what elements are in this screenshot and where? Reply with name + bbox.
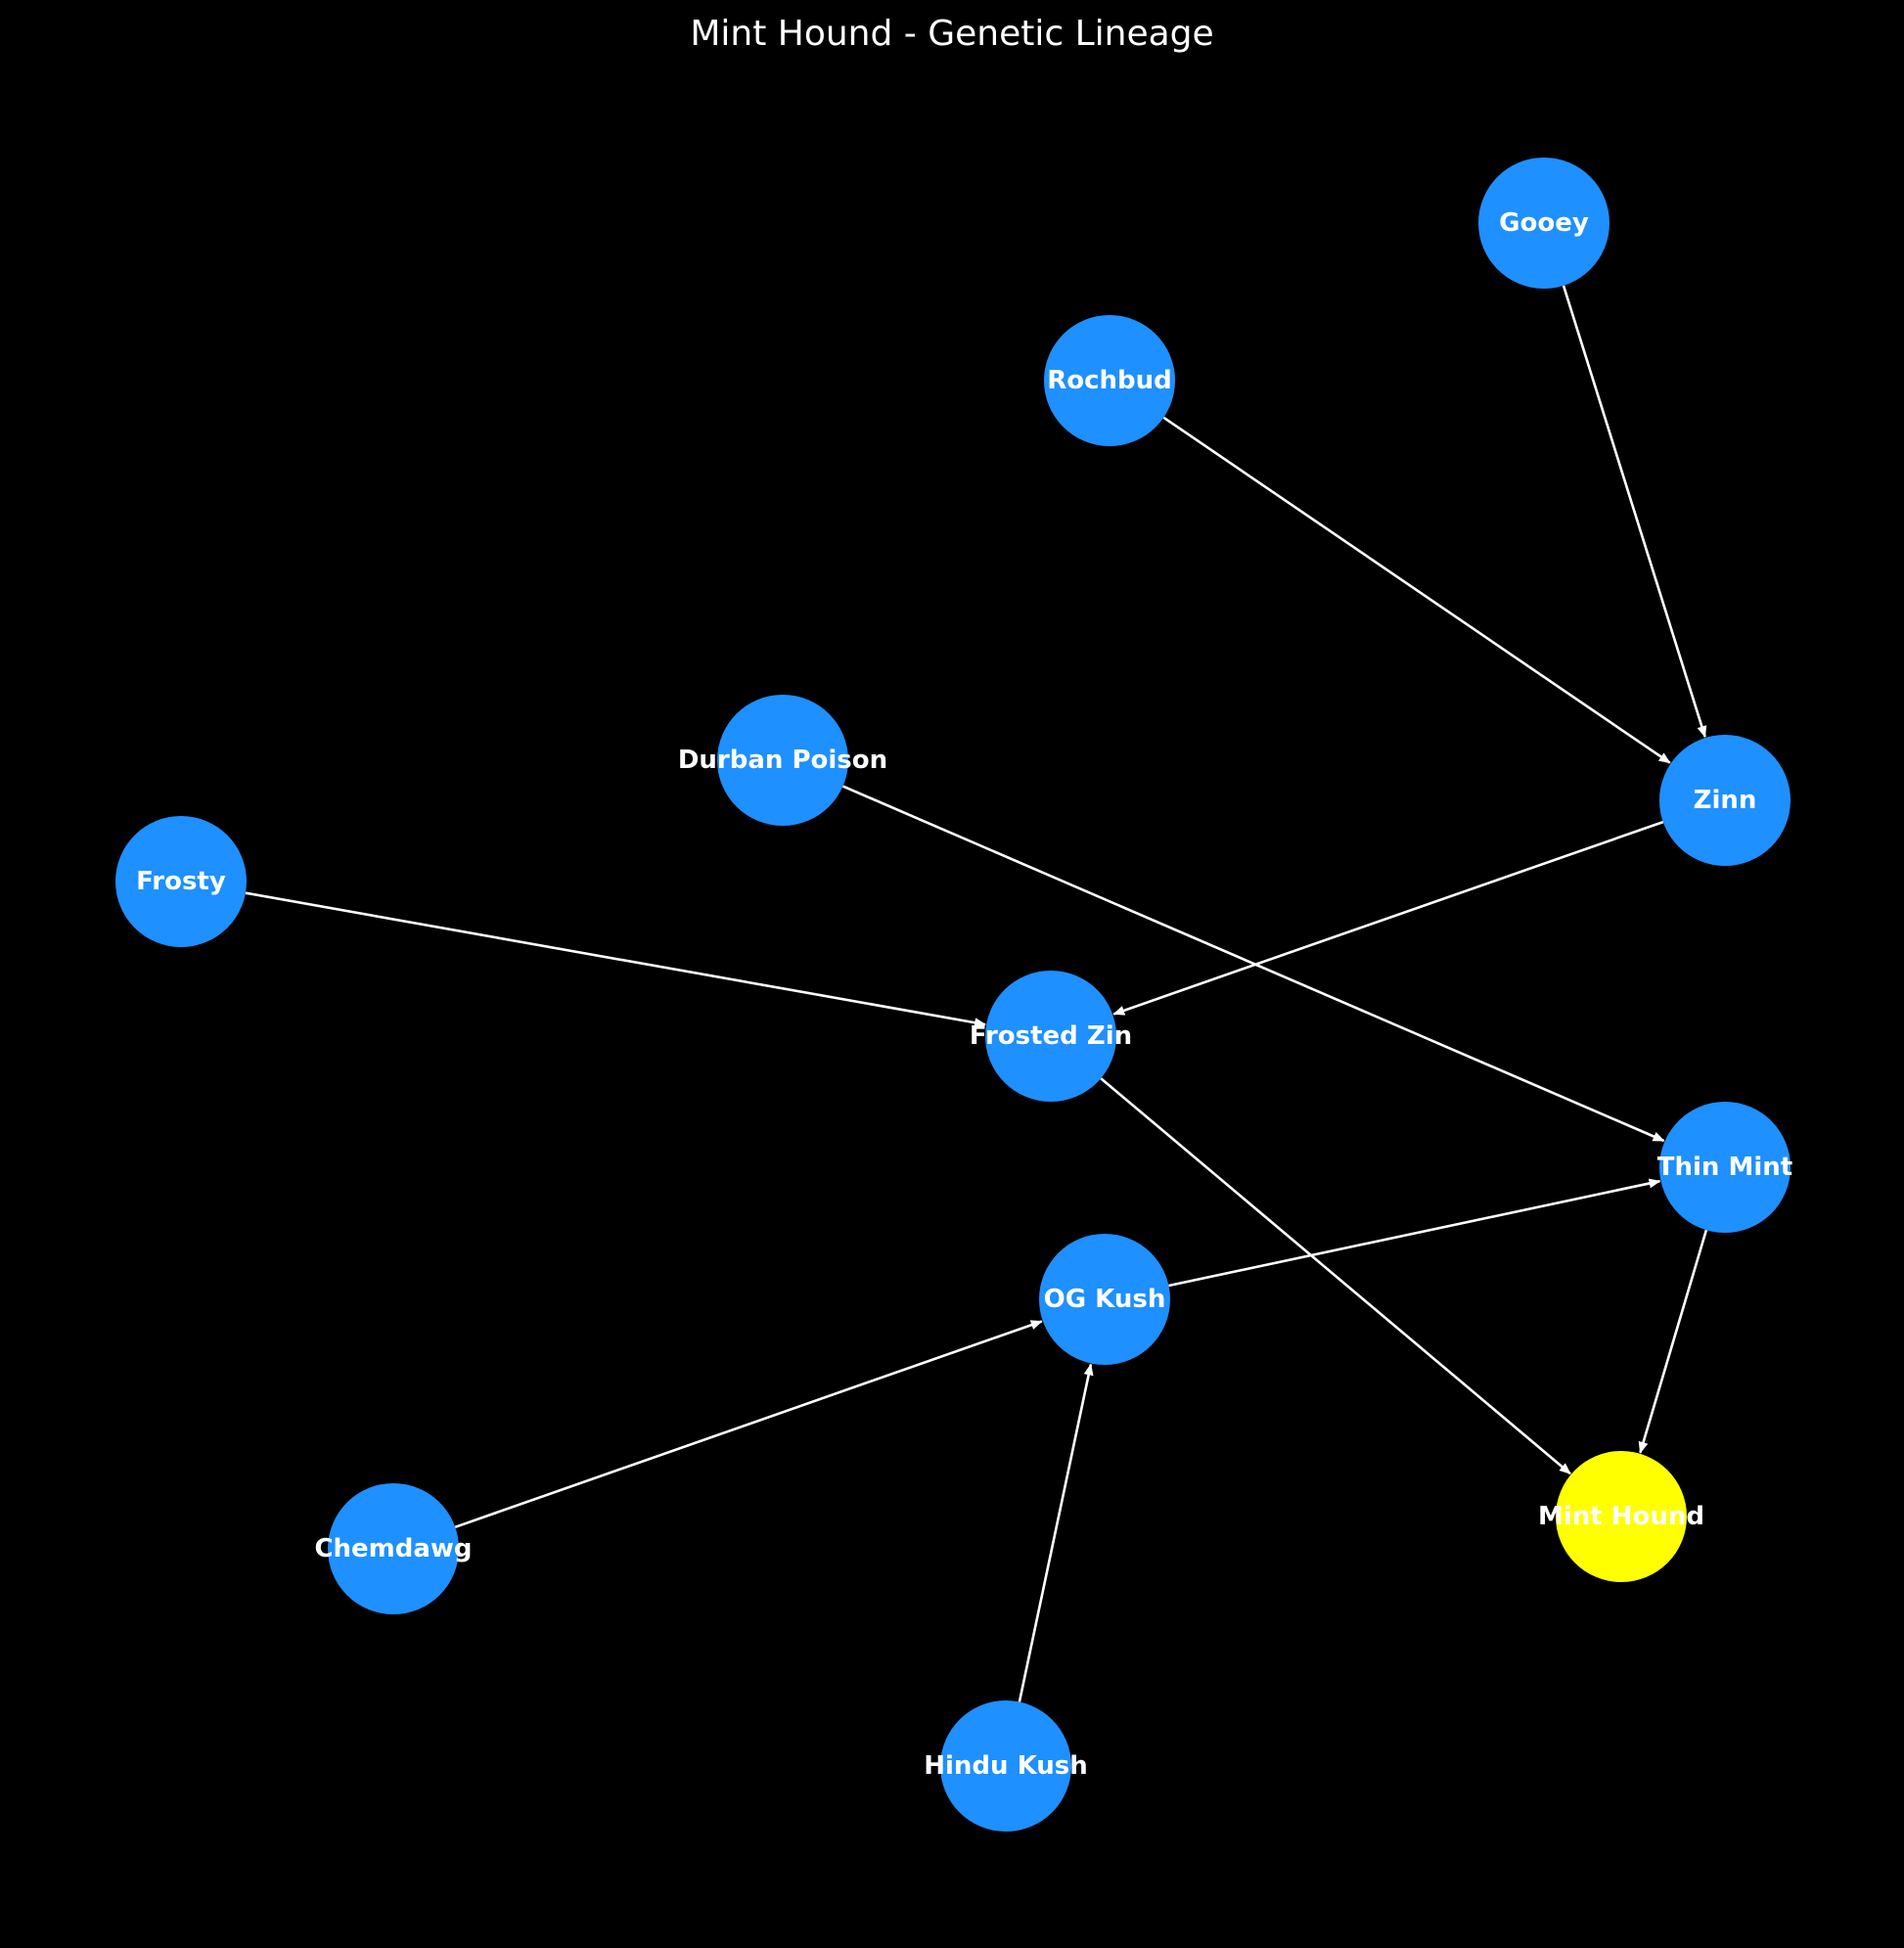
edge-thinmint-to-minthound [1638,1229,1708,1454]
node-minthound[interactable]: Mint Hound [1538,1451,1704,1582]
edge-hindukush-to-ogkush [1018,1363,1094,1702]
node-label-hindukush: Hindu Kush [924,1751,1088,1781]
node-label-rochbud: Rochbud [1047,366,1172,395]
node-label-frosty: Frosty [136,867,226,896]
node-frostedzin[interactable]: Frosted Zin [970,971,1132,1102]
node-gooey[interactable]: Gooey [1478,158,1609,289]
node-ogkush[interactable]: OG Kush [1039,1234,1170,1365]
edge-zinn-to-frostedzin [1112,820,1664,1016]
node-circle-ogkush[interactable] [1039,1234,1170,1365]
edge-frosty-to-frostedzin [245,891,986,1028]
node-zinn[interactable]: Zinn [1659,735,1791,866]
node-durban[interactable]: Durban Poison [678,695,887,826]
node-label-thinmint: Thin Mint [1657,1153,1792,1182]
node-chemdawg[interactable]: Chemdawg [314,1483,473,1614]
node-label-frostedzin: Frosted Zin [970,1021,1132,1051]
diagram-title: Mint Hound - Genetic Lineage [690,14,1213,54]
node-circle-frosty[interactable] [115,816,247,947]
node-circle-durban[interactable] [717,695,848,826]
node-circle-minthound[interactable] [1556,1451,1687,1582]
node-hindukush[interactable]: Hindu Kush [924,1700,1088,1832]
node-thinmint[interactable]: Thin Mint [1657,1102,1792,1233]
node-label-minthound: Mint Hound [1538,1502,1704,1531]
edges-layer [245,285,1708,1702]
edge-ogkush-to-thinmint [1168,1178,1661,1288]
edge-rochbud-to-zinn [1162,416,1671,764]
node-frosty[interactable]: Frosty [115,816,247,947]
edge-gooey-to-zinn [1562,285,1707,739]
node-circle-hindukush[interactable] [940,1700,1071,1832]
edge-chemdawg-to-ogkush [454,1320,1043,1529]
node-label-durban: Durban Poison [678,746,887,775]
edge-durban-to-thinmint [841,785,1665,1143]
edge-frostedzin-to-minthound [1100,1077,1571,1475]
node-label-zinn: Zinn [1694,786,1757,815]
node-circle-gooey[interactable] [1478,158,1609,289]
node-circle-thinmint[interactable] [1659,1102,1791,1233]
node-label-gooey: Gooey [1499,208,1589,238]
node-circle-chemdawg[interactable] [328,1483,459,1614]
node-label-chemdawg: Chemdawg [314,1534,472,1563]
node-circle-frostedzin[interactable] [985,971,1116,1102]
node-circle-rochbud[interactable] [1044,315,1175,446]
node-circle-zinn[interactable] [1659,735,1791,866]
node-rochbud[interactable]: Rochbud [1044,315,1175,446]
node-label-ogkush: OG Kush [1044,1285,1166,1314]
